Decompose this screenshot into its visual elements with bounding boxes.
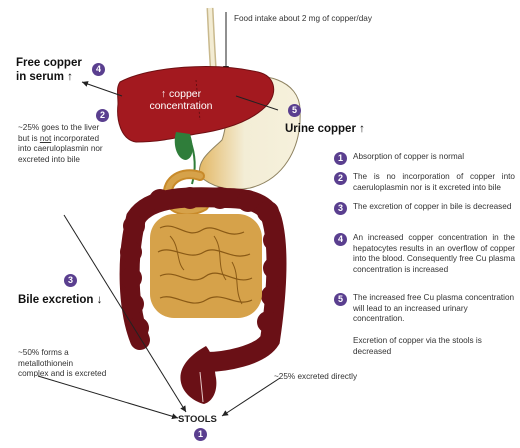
liver-label-line2: concentration	[149, 100, 213, 112]
marker-2-badge: 2	[96, 109, 109, 122]
marker-3-badge: 3	[64, 274, 77, 287]
legend-text: The is no incorporation of copper into c…	[353, 172, 515, 192]
metallo-line3: complex and is excreted	[18, 369, 107, 378]
liver-note-label: ~25% goes to the liver but is not incorp…	[18, 123, 138, 165]
free-copper-label: Free copper in serum ↑	[16, 56, 82, 84]
liver-note-line3: into caeruloplasmin nor	[18, 144, 103, 153]
legend-text: The excretion of copper in bile is decre…	[353, 202, 512, 211]
legend-text: Absorption of copper is normal	[353, 152, 465, 161]
liver-note-not: not	[39, 133, 52, 143]
liver-concentration-label: ↑ copper concentration	[140, 88, 222, 112]
direct-excretion-note: ~25% excreted directly	[274, 372, 358, 381]
food-intake-label: Food intake about 2 mg of copper/day	[234, 14, 372, 23]
legend-item: 4 An increased copper concentration in t…	[334, 233, 515, 279]
liver-note-line2: but is not incorporated	[18, 134, 138, 145]
legend-number-badge: 3	[334, 202, 347, 215]
anal-canal-line	[199, 371, 204, 403]
liver-note-line2-post: incorporated	[51, 133, 100, 143]
liver-to-urine-line	[235, 95, 279, 111]
marker-5-badge: 5	[288, 104, 301, 117]
liver	[117, 66, 275, 143]
legend-item: 1 Absorption of copper is normal	[334, 152, 512, 166]
small-intestine	[150, 214, 262, 318]
legend-number-badge: 5	[334, 293, 347, 306]
legend-note: Excretion of copper via the stools is de…	[353, 336, 482, 356]
marker-1-badge: 1	[194, 428, 207, 441]
legend-text: An increased copper concentration in the…	[353, 233, 515, 274]
legend-number-badge: 2	[334, 172, 347, 185]
free-copper-line2: in serum ↑	[16, 71, 73, 83]
stools-label: STOOLS	[178, 414, 217, 425]
liver-lobe-line	[195, 79, 201, 121]
free-copper-line1: Free copper	[16, 57, 82, 69]
liver-note-line1: ~25% goes to the liver	[18, 123, 100, 132]
legend-text: The increased free Cu plasma concentrati…	[353, 293, 515, 323]
metallo-line2: metallothionein	[18, 358, 74, 368]
liver-to-serum-arrow	[81, 81, 123, 97]
legend-item: 5 The increased free Cu plasma concentra…	[334, 293, 515, 329]
marker-4-badge: 4	[92, 63, 105, 76]
bile-excretion-label: Bile excretion ↓	[18, 294, 103, 306]
legend-number-badge: 1	[334, 152, 347, 165]
gallbladder	[174, 132, 193, 160]
legend-item: 2 The is no incorporation of copper into…	[334, 172, 515, 196]
legend-item: 3 The excretion of copper in bile is dec…	[334, 202, 512, 226]
rectum	[180, 346, 217, 404]
bile-to-stools-arrow	[63, 214, 187, 413]
urine-copper-label: Urine copper ↑	[285, 123, 365, 135]
liver-note-line2-pre: but is	[18, 133, 40, 143]
legend-number-badge: 4	[334, 233, 347, 246]
colon	[119, 187, 287, 372]
bile-duct	[189, 139, 196, 185]
direct-to-stools-arrow	[221, 377, 281, 417]
liver-label-line1: ↑ copper	[160, 88, 202, 100]
metallothionein-to-stools-arrow	[37, 375, 179, 420]
metallo-line1: ~50% forms a	[18, 348, 69, 357]
liver-note-line4: excreted into bile	[18, 154, 80, 164]
metallothionein-note: ~50% forms a metallothionein complex and…	[18, 348, 138, 380]
